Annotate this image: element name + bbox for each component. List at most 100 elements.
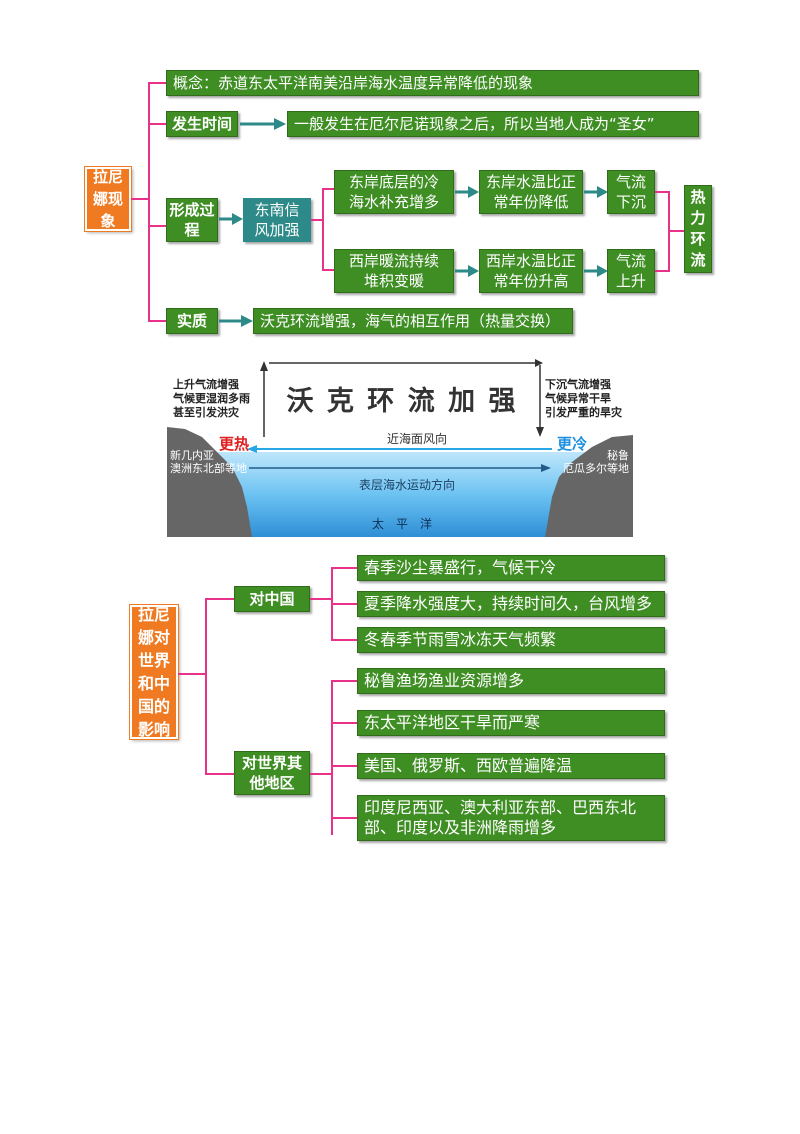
east-coast-text: 东岸底层的冷海水补充增多 — [348, 173, 439, 211]
impact-root-label: 拉尼娜对世界和中国的影响 — [137, 605, 170, 739]
current-label: 表层海水运动方向 — [358, 478, 455, 492]
east-air-box: 气流下沉 — [607, 170, 655, 214]
left-note-line: 上升气流增强 — [173, 378, 239, 391]
tree-line — [331, 765, 357, 767]
left-note-line: 甚至引发洪灾 — [173, 406, 239, 419]
ocean-illustration — [167, 359, 633, 537]
trade-wind-box: 东南信风加强 — [243, 198, 311, 242]
process-label-box: 形成过程 — [166, 198, 218, 242]
tree-line — [331, 722, 357, 724]
arrow-icon — [584, 265, 608, 277]
left-coast-land — [167, 427, 252, 537]
right-coast-land — [545, 435, 633, 537]
world-item-text: 东太平洋地区干旱而严寒 — [364, 713, 541, 732]
left-place: 新几内亚 澳洲东北部等地 — [170, 449, 247, 475]
left-place-line: 澳洲东北部等地 — [170, 462, 247, 475]
tree-line — [148, 82, 150, 322]
west-coast-text: 西岸暖流持续堆积变暖 — [348, 252, 439, 290]
tree-line — [148, 82, 166, 84]
china-item-text: 春季沙尘暴盛行，气候干冷 — [364, 558, 557, 577]
ocean-label: 太 平 洋 — [371, 517, 432, 531]
essence-text-box: 沃克环流增强，海气的相互作用（热量交换） — [253, 308, 573, 334]
west-air-box: 气流上升 — [607, 249, 655, 293]
china-item: 夏季降水强度大，持续时间久，台风增多 — [357, 591, 665, 617]
tree-line — [331, 680, 357, 682]
tree-line — [148, 320, 166, 322]
tree-line — [311, 219, 323, 221]
lanina-mindmap: 拉尼娜现象 概念：赤道东太平洋南美沿岸海水温度异常降低的现象 发生时间 一般发生… — [0, 0, 800, 345]
china-item-text: 冬春季节雨雪冰冻天气频繁 — [364, 630, 557, 649]
tree-line — [322, 188, 324, 270]
china-item: 冬春季节雨雪冰冻天气频繁 — [357, 627, 665, 653]
time-label-box: 发生时间 — [166, 111, 238, 137]
right-place-line: 秘鲁 — [607, 449, 629, 462]
tree-line — [205, 598, 207, 774]
left-note-line: 气候更湿润多雨 — [173, 392, 250, 405]
east-temp-text: 东岸水温比正常年份降低 — [485, 173, 576, 211]
arrow-icon — [455, 186, 479, 198]
tree-line — [331, 639, 357, 641]
china-label: 对中国 — [249, 590, 295, 608]
world-label: 对世界其他地区 — [241, 754, 302, 792]
root-label: 拉尼娜现象 — [92, 168, 123, 230]
tree-line — [331, 603, 357, 605]
arrow-icon — [219, 213, 243, 225]
essence-text: 沃克环流增强，海气的相互作用（热量交换） — [260, 312, 561, 330]
tree-line — [148, 225, 166, 227]
root-node-impact: 拉尼娜对世界和中国的影响 — [130, 605, 178, 739]
left-note: 上升气流增强 气候更湿润多雨 甚至引发洪灾 — [173, 378, 263, 420]
tree-line — [322, 188, 334, 190]
process-label: 形成过程 — [169, 201, 215, 239]
tree-line — [310, 773, 332, 775]
right-place-line: 厄瓜多尔等地 — [563, 462, 629, 475]
thermal-circulation-box: 热力环流 — [684, 185, 712, 273]
world-item-text: 美国、俄罗斯、西欧普遍降温 — [364, 756, 573, 775]
tree-line — [205, 598, 234, 600]
world-item: 印度尼西亚、澳大利亚东部、巴西东北部、印度以及非洲降雨增多 — [357, 795, 665, 841]
essence-label-box: 实质 — [166, 308, 218, 334]
walker-circulation-figure: 沃 克 环 流 加 强 上升气流增强 气候更湿润多雨 甚至引发洪灾 下沉气流增强… — [167, 357, 633, 537]
right-note: 下沉气流增强 气候异常干旱 引发严重的旱灾 — [545, 378, 635, 420]
thermal-text: 热力环流 — [690, 188, 706, 269]
tree-line — [331, 567, 357, 569]
arrow-icon — [455, 265, 479, 277]
tree-line — [331, 680, 333, 835]
tree-line — [655, 270, 669, 272]
trade-wind-text: 东南信风加强 — [254, 201, 300, 239]
wind-label: 近海面风向 — [386, 432, 447, 446]
china-item-text: 夏季降水强度大，持续时间久，台风增多 — [364, 594, 653, 613]
concept-text: 概念：赤道东太平洋南美沿岸海水温度异常降低的现象 — [173, 74, 534, 92]
right-note-line: 气候异常干旱 — [545, 392, 611, 405]
world-item-text: 印度尼西亚、澳大利亚东部、巴西东北部、印度以及非洲降雨增多 — [364, 798, 637, 837]
west-temp-text: 西岸水温比正常年份升高 — [485, 252, 576, 290]
left-place-line: 新几内亚 — [170, 449, 214, 462]
east-coast-box: 东岸底层的冷海水补充增多 — [334, 170, 454, 214]
west-air-text: 气流上升 — [615, 252, 646, 290]
tree-line — [148, 123, 166, 125]
arrow-icon — [219, 315, 253, 327]
world-item-text: 秘鲁渔场渔业资源增多 — [364, 671, 525, 690]
east-temp-box: 东岸水温比正常年份降低 — [479, 170, 583, 214]
hotter-label: 更热 — [219, 435, 250, 453]
colder-label: 更冷 — [557, 435, 588, 453]
tree-line — [655, 191, 669, 193]
tree-line — [310, 598, 332, 600]
arrow-icon — [240, 118, 286, 130]
tree-line — [205, 773, 234, 775]
east-air-text: 气流下沉 — [615, 173, 646, 211]
world-item: 美国、俄罗斯、西欧普遍降温 — [357, 753, 665, 779]
right-place: 秘鲁 厄瓜多尔等地 — [555, 449, 629, 475]
china-item: 春季沙尘暴盛行，气候干冷 — [357, 555, 665, 581]
tree-line — [331, 817, 357, 819]
world-label-box: 对世界其他地区 — [234, 751, 310, 795]
time-label: 发生时间 — [171, 115, 232, 133]
time-text-box: 一般发生在厄尔尼诺现象之后，所以当地人成为“圣女” — [287, 111, 699, 137]
tree-line — [322, 269, 334, 271]
world-item: 秘鲁渔场渔业资源增多 — [357, 668, 665, 694]
world-item: 东太平洋地区干旱而严寒 — [357, 710, 665, 736]
root-node-lanina: 拉尼娜现象 — [85, 167, 131, 231]
tree-line — [668, 230, 684, 232]
arrow-icon — [584, 186, 608, 198]
time-text: 一般发生在厄尔尼诺现象之后，所以当地人成为“圣女” — [294, 115, 655, 133]
walker-title: 沃 克 环 流 加 强 — [286, 386, 518, 417]
